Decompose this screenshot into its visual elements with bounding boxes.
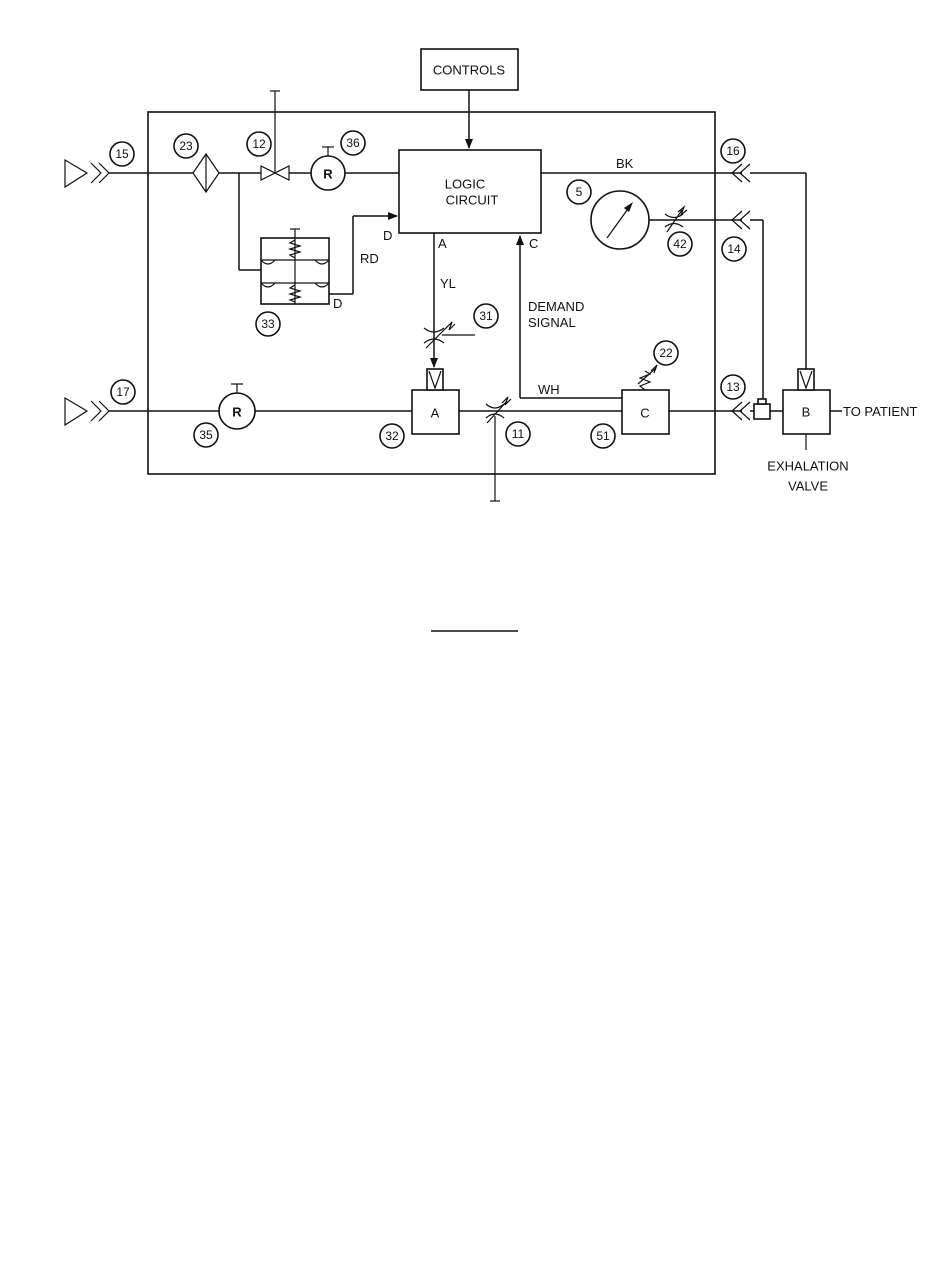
wire-rd-label: RD [360, 251, 379, 266]
valve-a-label: A [431, 406, 440, 421]
wire-wh-label: WH [538, 382, 560, 397]
exhalation-valve-b: B [783, 369, 830, 450]
callout-12: 12 [252, 137, 266, 151]
logic-label-line2: CIRCUIT [446, 193, 499, 208]
callout-23: 23 [179, 139, 193, 153]
oxygen-inlet-fitting [65, 160, 109, 187]
solenoid-valve-a: A [412, 369, 459, 434]
relief-block-33 [261, 229, 329, 304]
needle-valve-11 [486, 397, 511, 501]
callout-33: 33 [261, 317, 275, 331]
logic-port-a: A [438, 236, 447, 251]
callout-22: 22 [659, 346, 673, 360]
demand-label-line2: SIGNAL [528, 315, 576, 330]
logic-port-d: D [383, 228, 392, 243]
relief-port-d: D [333, 296, 342, 311]
callout-11: 11 [512, 427, 525, 441]
wire-yl-label: YL [440, 276, 456, 291]
controls-block: CONTROLS [421, 49, 518, 148]
callout-17: 17 [116, 385, 130, 399]
regulator-36-label: R [323, 167, 333, 182]
demand-label-line1: DEMAND [528, 299, 584, 314]
callout-5: 5 [576, 185, 583, 199]
check-valve-symbol [754, 399, 770, 419]
logic-port-c: C [529, 236, 538, 251]
callout-16: 16 [726, 144, 740, 158]
callout-32: 32 [385, 429, 399, 443]
exhalation-label-line1: EXHALATION [767, 459, 848, 474]
wire-bk-label: BK [616, 156, 634, 171]
callout-31: 31 [479, 309, 493, 323]
valve-c-label: C [640, 406, 649, 421]
callout-36: 36 [346, 136, 360, 150]
exhalation-label-line2: VALVE [788, 479, 828, 494]
logic-circuit-block: LOGIC CIRCUIT A C D [383, 150, 541, 251]
callout-14: 14 [727, 242, 741, 256]
valve-c: C [622, 365, 669, 434]
to-patient-label: TO PATIENT [843, 404, 917, 419]
regulator-36: R [311, 147, 345, 190]
valve-b-label: B [802, 405, 811, 420]
logic-label-line1: LOGIC [445, 177, 485, 192]
regulator-35: R [219, 384, 255, 429]
regulator-35-label: R [232, 405, 242, 420]
callout-51: 51 [596, 429, 610, 443]
callout-13: 13 [726, 380, 740, 394]
callout-35: 35 [199, 428, 213, 442]
pressure-gauge-5 [591, 191, 649, 249]
controls-label: CONTROLS [433, 63, 506, 78]
filter-symbol [193, 154, 219, 192]
callout-42: 42 [673, 237, 687, 251]
needle-valve-31 [424, 322, 475, 348]
air-inlet-fitting [65, 398, 109, 425]
callout-15: 15 [115, 147, 129, 161]
